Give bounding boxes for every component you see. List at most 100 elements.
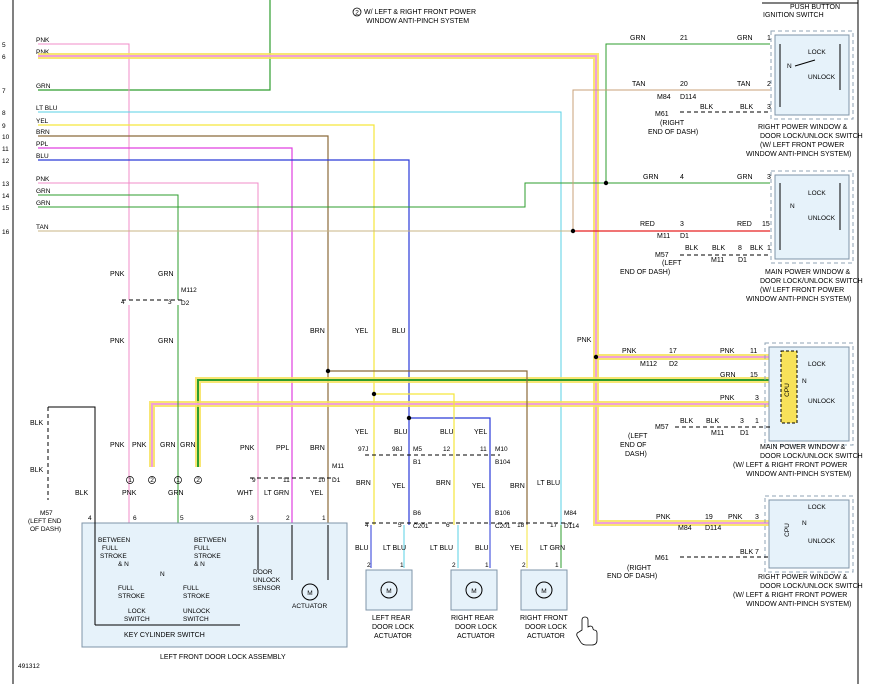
svg-text:3: 3	[755, 395, 759, 402]
svg-text:D1: D1	[740, 430, 749, 437]
left-pin-number: 15	[2, 205, 10, 212]
svg-text:LEFT REAR: LEFT REAR	[372, 615, 410, 622]
svg-text:11: 11	[283, 477, 290, 484]
left-pin-number: 11	[2, 146, 9, 153]
svg-text:& N: & N	[194, 561, 205, 568]
svg-text:BLK: BLK	[740, 549, 754, 556]
svg-text:FULL: FULL	[118, 585, 134, 592]
rp-wa-labels: GRN 21 GRN 1 TAN 20 M84 D114 TAN 2 M61 B…	[630, 35, 771, 136]
svg-text:GRN: GRN	[737, 174, 753, 181]
yel-wire-9	[38, 124, 375, 525]
svg-text:1: 1	[400, 562, 404, 569]
svg-text:3: 3	[250, 515, 254, 522]
svg-text:DOOR LOCK/UNLOCK SWITCH: DOOR LOCK/UNLOCK SWITCH	[760, 453, 863, 460]
svg-text:2: 2	[355, 10, 359, 17]
svg-text:BLK: BLK	[750, 245, 764, 252]
svg-text:11: 11	[750, 348, 757, 355]
svg-text:PNK: PNK	[622, 348, 637, 355]
pnk-wire-13	[38, 182, 259, 525]
svg-text:ACTUATOR: ACTUATOR	[374, 633, 412, 640]
svg-text:17: 17	[550, 522, 558, 529]
svg-text:3: 3	[755, 514, 759, 521]
svg-text:D1: D1	[680, 233, 689, 240]
diagram-id: 491312	[18, 663, 40, 670]
ltblu-wire-8	[38, 111, 562, 525]
svg-text:BLK: BLK	[30, 420, 44, 427]
svg-text:WINDOW ANTI-PINCH SYSTEM: WINDOW ANTI-PINCH SYSTEM	[366, 18, 469, 25]
svg-text:RED: RED	[640, 221, 655, 228]
ppl-wire-11	[38, 147, 293, 525]
svg-text:UNLOCK: UNLOCK	[253, 577, 281, 584]
svg-text:KEY CYLINDER SWITCH: KEY CYLINDER SWITCH	[124, 632, 205, 639]
left-pin-number: 6	[2, 54, 6, 61]
left-wire-color: PNK	[36, 176, 50, 183]
svg-text:12: 12	[443, 446, 451, 453]
left-pin-number: 13	[2, 181, 10, 188]
svg-text:SWITCH: SWITCH	[183, 616, 209, 623]
svg-text:M84: M84	[657, 94, 671, 101]
svg-text:& N: & N	[118, 561, 129, 568]
svg-text:M61: M61	[655, 111, 669, 118]
left-wire-color: LT BLU	[36, 105, 58, 112]
svg-text:4: 4	[680, 174, 684, 181]
svg-text:PNK: PNK	[720, 395, 735, 402]
svg-text:D114: D114	[680, 94, 696, 101]
left-wire-color: BLU	[36, 153, 49, 160]
left-pin-number: 16	[2, 229, 10, 236]
svg-text:DOOR: DOOR	[253, 569, 273, 576]
svg-text:D1: D1	[332, 477, 341, 484]
svg-text:LOCK: LOCK	[808, 361, 826, 368]
svg-text:BLK: BLK	[740, 104, 754, 111]
left-pin-number: 10	[2, 134, 10, 141]
svg-text:END OF DASH): END OF DASH)	[607, 573, 657, 580]
right-power-window-switch-lf: LOCK N UNLOCK RIGHT POWER WINDOW & DOOR …	[746, 30, 863, 158]
svg-text:1: 1	[176, 477, 180, 484]
svg-text:DOOR LOCK: DOOR LOCK	[372, 624, 414, 631]
mp-wa-labels: GRN 4 GRN 3 RED 3 M11 D1 RED 15 M57 BLK …	[620, 174, 771, 276]
grn-wire-mp-15b	[197, 379, 770, 467]
left-pin-number: 12	[2, 158, 10, 165]
svg-text:BLK: BLK	[680, 418, 694, 425]
svg-text:2: 2	[286, 515, 290, 522]
svg-text:M11: M11	[332, 463, 345, 470]
svg-text:3: 3	[767, 104, 771, 111]
svg-text:PNK: PNK	[656, 514, 671, 521]
row-447-labels: PNK PNK GRN GRN PNK PPL BRN YEL BLU BLU …	[30, 420, 565, 552]
svg-text:PNK: PNK	[577, 337, 592, 344]
svg-text:M84: M84	[678, 525, 692, 532]
pnk-wire-5	[38, 43, 130, 300]
svg-text:SWITCH: SWITCH	[124, 616, 150, 623]
pnk-wire-6	[38, 55, 770, 524]
svg-text:LOCK: LOCK	[808, 49, 826, 56]
svg-text:LT GRN: LT GRN	[264, 490, 289, 497]
svg-text:2: 2	[367, 562, 371, 569]
svg-text:WINDOW ANTI-PINCH SYSTEM): WINDOW ANTI-PINCH SYSTEM)	[746, 296, 851, 303]
svg-text:LT BLU: LT BLU	[537, 480, 560, 487]
svg-text:BLU: BLU	[355, 545, 369, 552]
svg-text:98J: 98J	[392, 446, 402, 453]
svg-text:DOOR LOCK/UNLOCK SWITCH: DOOR LOCK/UNLOCK SWITCH	[760, 278, 863, 285]
svg-text:PNK: PNK	[110, 442, 125, 449]
svg-text:20: 20	[680, 81, 688, 88]
left-wire-color: BRN	[36, 129, 50, 136]
grn-wire-rp-1	[605, 43, 770, 183]
svg-text:M10: M10	[495, 446, 508, 453]
svg-text:DOOR LOCK/UNLOCK SWITCH: DOOR LOCK/UNLOCK SWITCH	[760, 133, 863, 140]
left-pin-number: 7	[2, 88, 6, 95]
svg-text:PNK: PNK	[122, 490, 137, 497]
svg-text:LT GRN: LT GRN	[540, 545, 565, 552]
left-wire-color: PPL	[36, 141, 49, 148]
svg-text:PNK: PNK	[110, 271, 125, 278]
svg-text:18: 18	[517, 522, 525, 529]
svg-text:(RIGHT: (RIGHT	[660, 120, 685, 127]
left-pin-number: 14	[2, 193, 10, 200]
svg-text:B1: B1	[413, 459, 421, 466]
right-front-door-lock-actuator: M 2 1 RIGHT FRONT DOOR LOCK ACTUATOR	[520, 562, 568, 640]
svg-text:STROKE: STROKE	[194, 553, 221, 560]
hand-cursor-icon	[576, 616, 598, 646]
svg-text:PNK: PNK	[728, 514, 743, 521]
svg-text:UNLOCK: UNLOCK	[808, 215, 836, 222]
svg-text:2: 2	[767, 81, 771, 88]
svg-text:(W/ LEFT FRONT POWER: (W/ LEFT FRONT POWER	[760, 287, 844, 294]
svg-text:M57: M57	[655, 252, 669, 259]
